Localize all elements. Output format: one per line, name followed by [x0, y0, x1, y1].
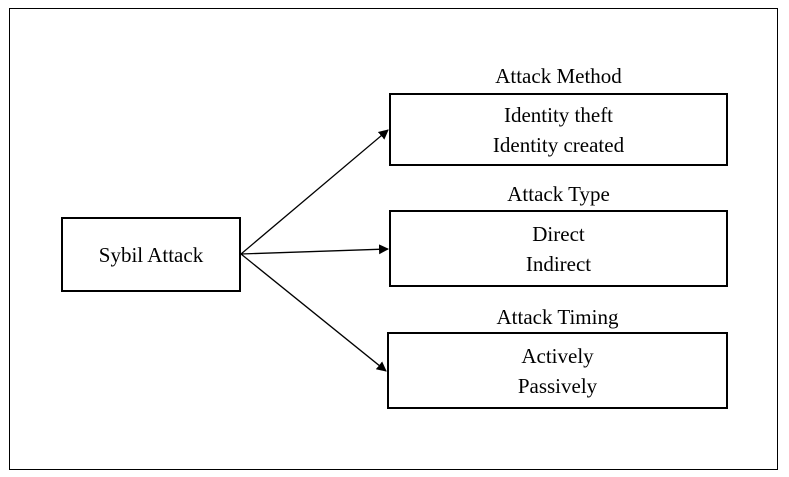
attack-method-box: Identity theft Identity created [389, 93, 728, 166]
attack-type-item: Indirect [525, 251, 592, 276]
sybil-attack-box: Sybil Attack [61, 217, 241, 292]
diagram-frame [9, 8, 778, 470]
attack-timing-item: Passively [517, 373, 598, 398]
sybil-attack-label: Sybil Attack [98, 242, 204, 267]
attack-type-box: Direct Indirect [389, 210, 728, 287]
attack-method-item: Identity theft [503, 102, 614, 127]
attack-method-item: Identity created [492, 132, 625, 157]
arrow-to-attack-type [240, 244, 389, 255]
arrow-to-attack-timing [240, 253, 387, 372]
attack-type-item: Direct [532, 221, 585, 246]
attack-timing-heading: Attack Timing [496, 305, 619, 329]
arrow-to-attack-method [240, 129, 389, 255]
attack-timing-box: Actively Passively [387, 332, 728, 409]
attack-method-heading: Attack Method [495, 64, 622, 88]
attack-timing-item: Actively [521, 343, 594, 368]
attack-type-heading: Attack Type [507, 182, 610, 206]
